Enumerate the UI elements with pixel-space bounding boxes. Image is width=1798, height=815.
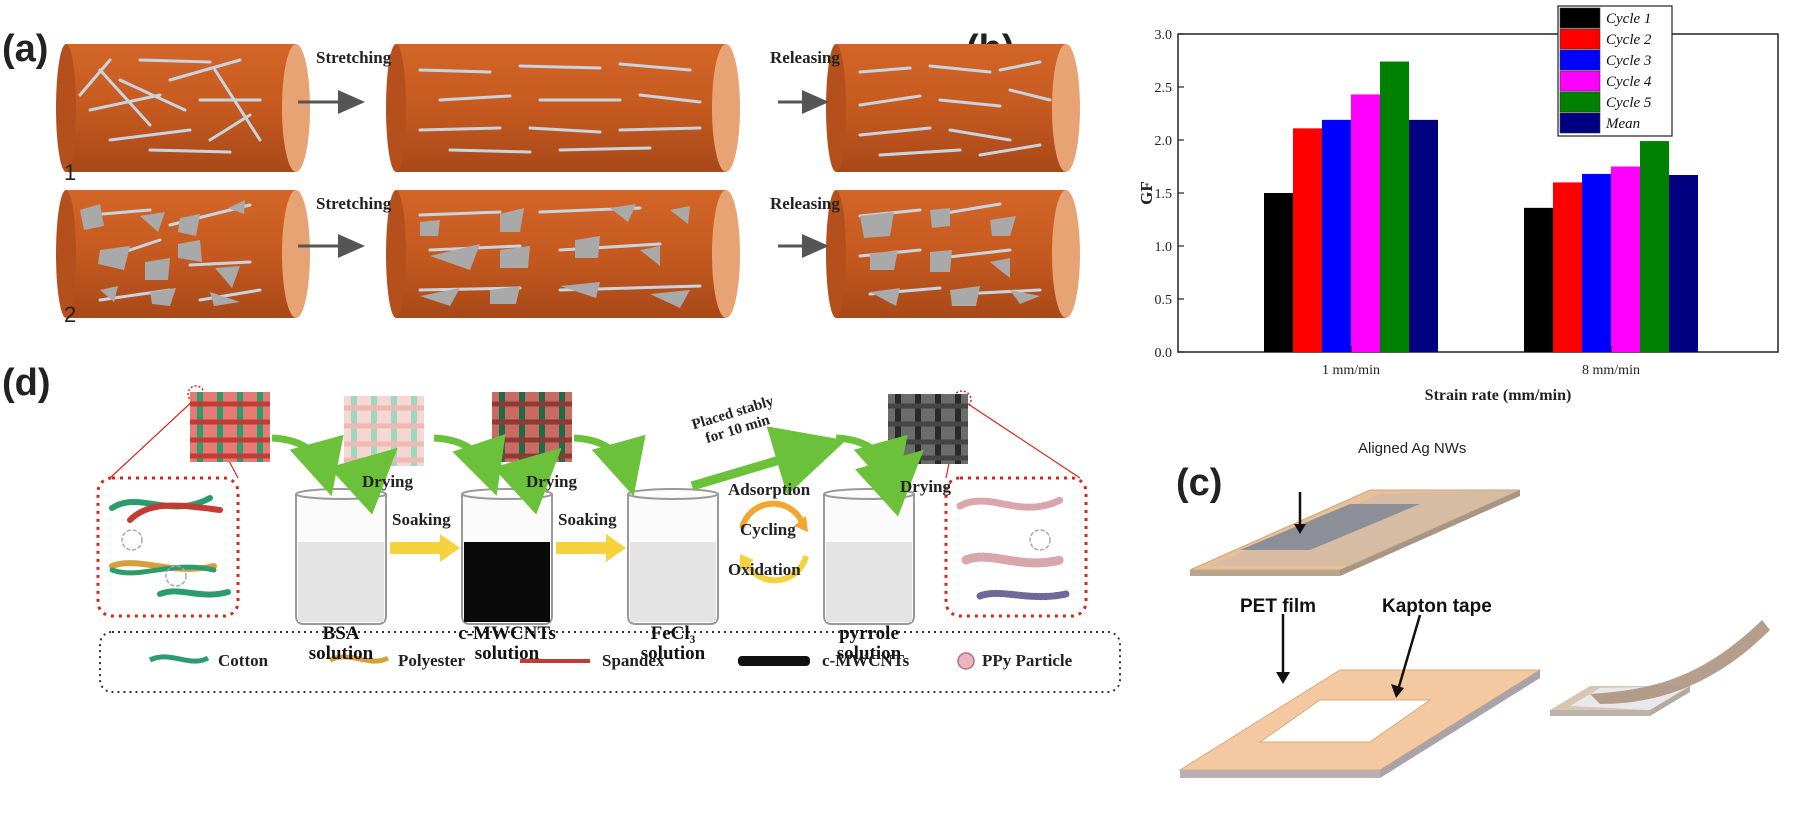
y-tick-label: 1.5 <box>1155 187 1173 202</box>
fiber-row2-initial <box>56 190 310 318</box>
fiber-illustration-right <box>956 496 1070 601</box>
releasing-label-row2: Releasing <box>770 194 840 213</box>
y-tick-label: 2.0 <box>1155 134 1173 149</box>
drying-label-1: Drying <box>362 472 413 491</box>
bar-mean <box>1669 174 1698 352</box>
legend-label: Mean <box>1605 116 1640 132</box>
legend-label: Cycle 2 <box>1606 32 1652 48</box>
legend-label: Cycle 1 <box>1606 11 1651 27</box>
releasing-label-row1: Releasing <box>770 48 840 67</box>
oxidation-label: Oxidation <box>728 560 801 579</box>
panel-label-a: (a) <box>2 28 49 70</box>
bar-cycle-4 <box>1611 166 1640 352</box>
beaker-mwcnt <box>461 488 553 625</box>
stretching-label-row1: Stretching <box>316 48 392 67</box>
beaker-label-fecl3-line2: solution <box>640 643 706 664</box>
drying-label-3: Drying <box>900 477 951 496</box>
legend-spandex: Spandex <box>602 651 665 670</box>
fiber-illustration-left <box>109 495 231 598</box>
fiber-row1-initial <box>56 44 310 172</box>
bar-cycle-5 <box>1640 141 1669 352</box>
drying-label-2: Drying <box>526 472 577 491</box>
placed-stably-arrow <box>690 426 846 496</box>
beaker-label-pyrrole: pyrrole solution <box>819 624 919 664</box>
soaking-label-2: Soaking <box>558 510 617 529</box>
bar-cycle-2 <box>1553 182 1582 352</box>
legend-polyester: Polyester <box>398 651 466 670</box>
beaker-label-fecl3: FeCl₃ solution <box>623 624 723 664</box>
y-tick-label: 1.0 <box>1155 240 1173 255</box>
bar-cycle-5 <box>1380 61 1409 353</box>
x-axis-label: Strain rate (mm/min) <box>1425 387 1572 404</box>
gf-bar-chart: 0.0 0.5 1.0 1.5 2.0 2.5 3.0GF 1 mm/min 8 mm/minS… <box>1140 5 1779 404</box>
x-tick-label: 8 mm/min <box>1582 363 1640 378</box>
fabric-swatch-2 <box>344 396 424 466</box>
kapton-tape-label: Kapton tape <box>1382 596 1492 617</box>
y-tick-label: 3.0 <box>1155 28 1173 43</box>
bar-cycle-1 <box>1524 207 1553 352</box>
beaker-label-bsa-line2: solution <box>308 643 374 664</box>
legend-swatch <box>1559 28 1601 50</box>
pet-window <box>1258 699 1432 743</box>
bar-mean <box>1409 119 1438 352</box>
beaker-pyrrole <box>823 488 915 625</box>
bar-cycle-1 <box>1264 193 1293 352</box>
fiber-row2-stretched <box>386 190 740 318</box>
legend-ppy: PPy Particle <box>982 651 1073 670</box>
beaker-label-mwcnt-line2: solution <box>474 643 540 664</box>
bar-cycle-3 <box>1322 119 1351 352</box>
legend-label: Cycle 5 <box>1606 95 1652 111</box>
panel-a-diagram <box>56 44 1080 318</box>
legend-swatch <box>1559 112 1601 134</box>
fiber-row2-released <box>826 190 1080 318</box>
beaker-fecl3 <box>627 488 719 625</box>
bar-cycle-4 <box>1351 94 1380 353</box>
legend-label: Cycle 4 <box>1606 74 1652 90</box>
legend-swatch <box>1559 49 1601 71</box>
fabric-swatch-4 <box>888 394 968 464</box>
y-tick-label: 2.5 <box>1155 81 1173 96</box>
legend-cotton: Cotton <box>218 651 269 670</box>
beaker-label-bsa: BSA solution <box>291 624 391 664</box>
legend-swatch <box>1559 70 1601 92</box>
soaking-label-1: Soaking <box>392 510 451 529</box>
cycling-label: Cycling <box>740 520 796 539</box>
fabric-swatch-1 <box>190 392 270 462</box>
cycling-icon <box>739 500 809 584</box>
fabric-swatch-3 <box>492 392 572 462</box>
aligned-ag-nws-label: Aligned Ag NWs <box>1358 440 1467 457</box>
legend-swatch <box>1559 91 1601 113</box>
legend-swatch <box>1559 7 1601 29</box>
row-number-1: 1 <box>64 160 77 185</box>
beaker-label-mwcnt-line1: c-MWCNTs <box>458 623 556 644</box>
bar-cycle-2 <box>1293 128 1322 352</box>
panel-label-c: (c) <box>1176 462 1223 504</box>
x-tick-label: 1 mm/min <box>1322 363 1380 378</box>
adsorption-label: Adsorption <box>728 480 811 499</box>
stretching-label-row2: Stretching <box>316 194 392 213</box>
soaking-arrow-1 <box>390 534 460 562</box>
beaker-label-mwcnt: c-MWCNTs solution <box>447 624 567 664</box>
fiber-row1-stretched <box>386 44 740 172</box>
fiber-row1-released <box>826 44 1080 172</box>
y-axis-label: GF <box>1140 181 1156 205</box>
beaker-label-fecl3-line1: FeCl₃ <box>650 623 696 644</box>
panel-c-diagram <box>1178 489 1770 778</box>
beaker-bsa <box>295 488 387 625</box>
legend-mwcnts: c-MWCNTs <box>822 651 910 670</box>
y-tick-label: 0.0 <box>1155 346 1173 361</box>
beaker-label-bsa-line1: BSA <box>322 623 360 644</box>
pet-film-label: PET film <box>1240 596 1317 617</box>
beaker-label-pyrrole-line2: solution <box>836 643 902 664</box>
y-tick-label: 0.5 <box>1155 293 1173 308</box>
bar-cycle-3 <box>1582 173 1611 352</box>
row-number-2: 2 <box>64 302 77 327</box>
panel-d-diagram <box>96 385 1121 693</box>
legend-label: Cycle 3 <box>1606 53 1651 69</box>
beaker-label-pyrrole-line1: pyrrole <box>839 623 899 644</box>
soaking-arrow-2 <box>556 534 626 562</box>
ag-nw-region <box>1240 504 1420 550</box>
panel-label-d: (d) <box>2 362 51 404</box>
